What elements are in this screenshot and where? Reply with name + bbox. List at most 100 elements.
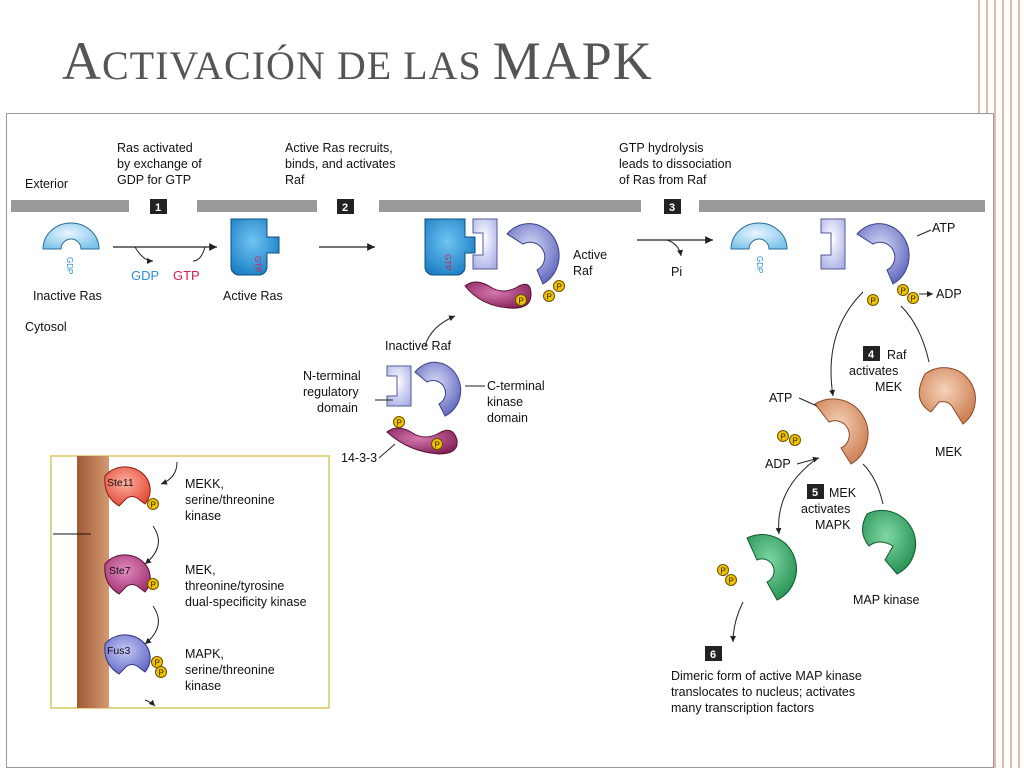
released-gdp-tag: GDP [755, 256, 764, 273]
active-ras-gtp-tag: GTP [253, 256, 262, 272]
complex-gtp-tag: GTP [443, 254, 452, 270]
ste11-phosphate [147, 498, 159, 510]
decorative-border [994, 0, 996, 768]
ste7-protein [104, 554, 151, 595]
mapk-line1: MAPK, [185, 647, 224, 661]
adp-label-mek: ADP [765, 457, 791, 471]
raf-to-mek-arrow [829, 291, 864, 397]
inset-mek-line2: threonine/tyrosine [185, 579, 284, 593]
atp-pointer-mek [798, 397, 818, 407]
fus3-protein [104, 634, 151, 675]
step-4-badge: 4 [863, 346, 880, 361]
decorative-border [1010, 0, 1012, 768]
n-terminal-line1: N-terminal [303, 369, 361, 383]
pi-release-arrow [666, 239, 683, 257]
step-5-badge: 5 [807, 484, 824, 499]
step3-caption-line1: GTP hydrolysis [619, 141, 704, 155]
step-3-number: 3 [669, 202, 675, 214]
decorative-border [1002, 0, 1004, 768]
pathway-diagram: P 1 2 3 Ext [11, 141, 985, 715]
inactive-raf-phosphate-2 [431, 438, 443, 450]
ste7-phosphate [147, 578, 159, 590]
mekk-line3: kinase [185, 509, 221, 523]
ste11-label: Ste11 [107, 477, 134, 489]
raf-phosphate-2 [543, 290, 555, 302]
gtp-label: GTP [173, 268, 200, 283]
ras-raf-complex: GTP [424, 218, 565, 309]
fus3-phosphate-2 [155, 666, 167, 678]
n-terminal-line3: domain [317, 401, 358, 415]
inactive-map-kinase [862, 509, 917, 575]
ste11-protein [104, 466, 151, 507]
atp-label-mek: ATP [769, 391, 792, 405]
c-terminal-line2: kinase [487, 395, 523, 409]
active-map-kinase [717, 534, 797, 601]
c-terminal-line1: C-terminal [487, 379, 545, 393]
step2-caption-line2: binds, and activates [285, 157, 396, 171]
released-inactive-ras: GDP [730, 222, 788, 273]
raf-phosphate-3 [553, 280, 565, 292]
mapk-line2: serine/threonine [185, 663, 275, 677]
mek-recruit-arrow [900, 305, 930, 363]
ras-gdp-tag: GDP [65, 257, 74, 274]
protein-14-3-3-pointer [378, 443, 396, 459]
inactive-ras: GDP [42, 222, 100, 274]
step-6-badge: 6 [705, 646, 722, 661]
mapk-pathway-figure: P 1 2 3 Ext [6, 113, 994, 768]
c-terminal-line3: domain [487, 411, 528, 425]
step-4-number: 4 [868, 349, 875, 361]
decorative-border [1018, 0, 1020, 768]
step1-caption-line3: GDP for GTP [117, 173, 191, 187]
step-2-badge: 2 [337, 199, 354, 214]
mek-phosphate-2 [789, 434, 801, 446]
released-raf-phosphate-1 [867, 294, 879, 306]
raf-phosphate-1 [515, 294, 527, 306]
released-raf-phosphate-3 [907, 292, 919, 304]
exterior-label: Exterior [25, 177, 68, 191]
plasma-membrane [11, 200, 985, 212]
mapk-phosphate-2 [725, 574, 737, 586]
mek-phosphate-1 [777, 430, 789, 442]
adp-label-raf: ADP [936, 287, 962, 301]
fus3-label: Fus3 [107, 645, 131, 657]
inactive-raf-label: Inactive Raf [385, 339, 452, 353]
atp-pointer-raf [916, 229, 932, 237]
fus3-phosphate-1 [151, 656, 163, 668]
title-initial: A [62, 31, 102, 91]
active-ras: GTP [230, 218, 280, 276]
translocation-arrow [730, 601, 744, 643]
pi-label: Pi [671, 265, 682, 279]
inset-mek-line1: MEK, [185, 563, 216, 577]
step5-caption-line3: MAPK [815, 518, 851, 532]
step2-caption-line1: Active Ras recruits, [285, 141, 393, 155]
mek-to-mapk-arrow [775, 459, 816, 535]
gtp-binding-arrow [192, 246, 206, 262]
active-mek [777, 398, 869, 465]
step4-caption-line1: Raf [887, 348, 907, 362]
step1-caption-line1: Ras activated [117, 141, 193, 155]
inset-mek-line3: dual-specificity kinase [185, 595, 307, 609]
inset-membrane [77, 456, 109, 708]
released-raf-phosphate-2 [897, 284, 909, 296]
inactive-ras-label: Inactive Ras [33, 289, 102, 303]
slide-title: ACTIVACIÓN DE LAS MAPK [62, 30, 653, 92]
mapk-phosphate-1 [717, 564, 729, 576]
adp-pointer-mek [796, 456, 820, 465]
title-smallcaps: CTIVACIÓN DE LAS [102, 43, 493, 88]
map-kinase-label: MAP kinase [853, 593, 920, 607]
inactive-raf [386, 361, 462, 455]
active-raf-label-line2: Raf [573, 264, 593, 278]
step-1-badge: 1 [150, 199, 167, 214]
step2-caption-line3: Raf [285, 173, 305, 187]
mekk-line2: serine/threonine [185, 493, 275, 507]
step1-caption-line2: by exchange of [117, 157, 202, 171]
mekk-line1: MEKK, [185, 477, 224, 491]
step5-caption-line1: MEK [829, 486, 857, 500]
raf-recruit-arrow [424, 315, 456, 347]
active-raf-label-line1: Active [573, 248, 607, 262]
inactive-raf-phosphate-1 [393, 416, 405, 428]
step-6-number: 6 [710, 649, 716, 661]
inactive-mek [918, 367, 976, 425]
protein-14-3-3-label: 14-3-3 [341, 451, 377, 465]
